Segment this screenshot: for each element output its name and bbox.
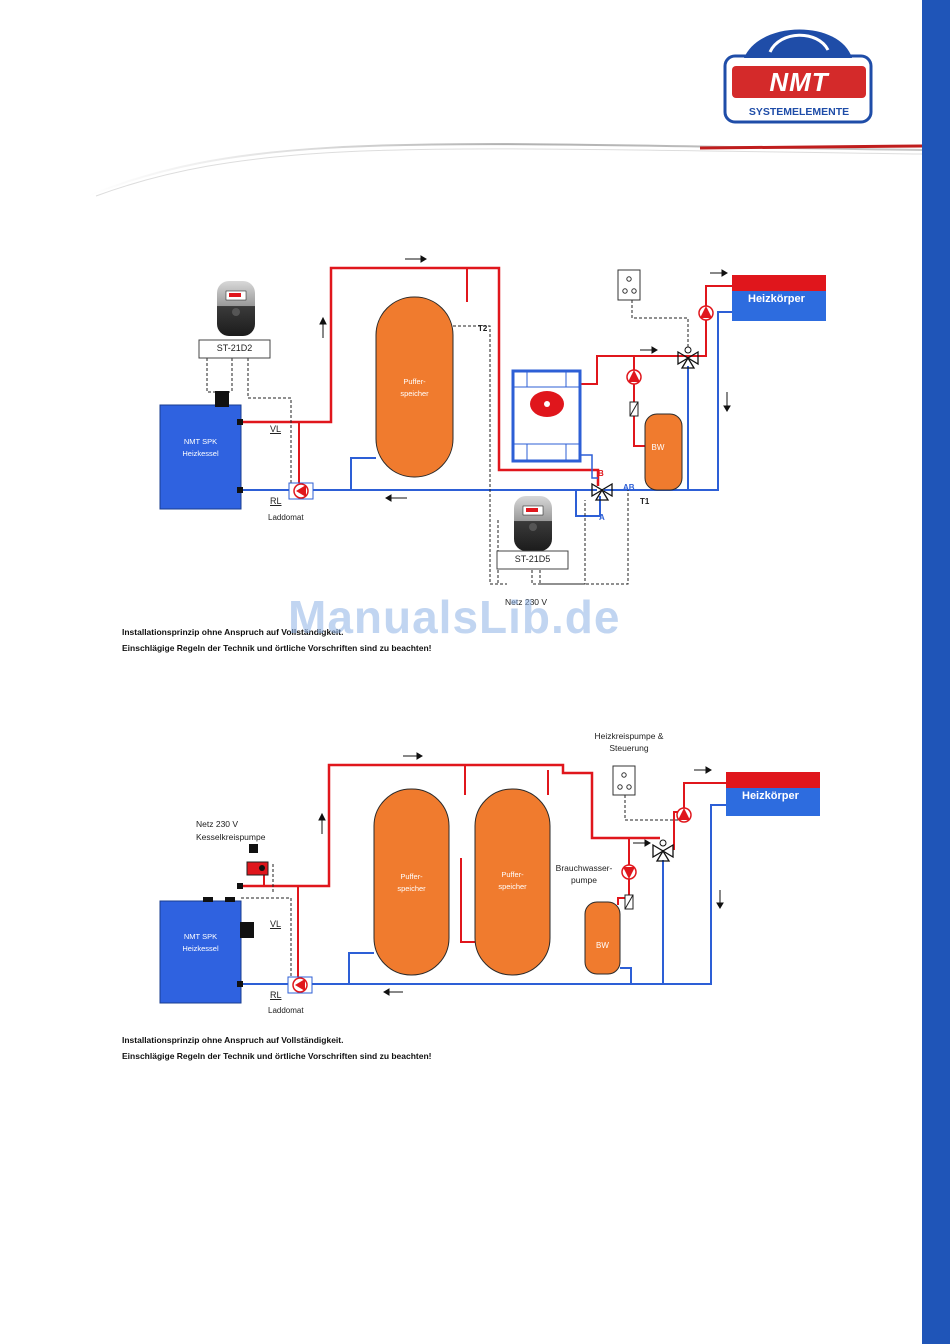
laddomat-label: Laddomat xyxy=(268,513,304,522)
netz-label: Netz 230 V xyxy=(505,597,548,607)
boiler-label-line2: Heizkessel xyxy=(182,449,219,458)
sensor-t1-label: T1 xyxy=(640,497,650,506)
heizkreis-label-line1: Heizkreispumpe & xyxy=(594,731,664,741)
boiler-label-line1: NMT SPK xyxy=(183,437,218,446)
brauchwasser-label-line1: Brauchwasser- xyxy=(555,863,613,873)
diagram-2 xyxy=(159,752,820,1004)
rl-label: RL xyxy=(270,496,282,506)
buffer2-label-line2: speicher xyxy=(498,882,527,891)
nmt-logo xyxy=(723,29,873,124)
buffer2-label-line1: Puffer- xyxy=(501,870,524,879)
boiler2-label-line1: NMT SPK xyxy=(183,932,218,941)
note-line2-diagram2: Einschlägige Regeln der Technik und örtl… xyxy=(122,1051,432,1061)
controller-device-top xyxy=(217,281,255,336)
watermark: ManualsLib.de xyxy=(288,591,621,643)
controller-device-bottom xyxy=(514,496,552,551)
valve-port-b: B xyxy=(598,469,604,478)
vl-label-2: VL xyxy=(270,919,282,929)
buffer1-label-line2: speicher xyxy=(397,884,426,893)
netz-label-2: Netz 230 V xyxy=(196,819,239,829)
bw-label: BW xyxy=(651,443,665,452)
buffer-label-line2: speicher xyxy=(400,389,429,398)
header-swoosh xyxy=(87,143,923,197)
bw-label-2: BW xyxy=(596,941,609,950)
valve-port-a: A xyxy=(599,513,605,522)
logo-text: NMT xyxy=(769,67,829,97)
buffer1-label-line1: Puffer- xyxy=(400,872,423,881)
sensor-t2-label: T2 xyxy=(478,324,488,333)
brauchwasser-label-line2: pumpe xyxy=(571,875,597,885)
vl-label: VL xyxy=(270,424,282,434)
buffer-label-line1: Puffer- xyxy=(403,377,426,386)
logo-subtitle: SYSTEMELEMENTE xyxy=(748,106,850,118)
note-line1-diagram1: Installationsprinzip ohne Anspruch auf V… xyxy=(122,627,344,637)
boiler2-label-line2: Heizkessel xyxy=(182,944,219,953)
heizkreis-label-line2: Steuerung xyxy=(609,743,649,753)
controller-label-st21d5: ST-21D5 xyxy=(514,554,551,564)
kesselkreispumpe-label: Kesselkreispumpe xyxy=(196,832,266,842)
laddomat-label-2: Laddomat xyxy=(268,1006,304,1015)
heizkoerper-label-2: Heizkörper xyxy=(742,790,799,802)
heizkoerper-label: Heizkörper xyxy=(748,293,805,305)
rl-label-2: RL xyxy=(270,990,282,1000)
note-line1-diagram2: Installationsprinzip ohne Anspruch auf V… xyxy=(122,1035,344,1045)
note-line2-diagram1: Einschlägige Regeln der Technik und örtl… xyxy=(122,643,432,653)
controller-label-st21d2: ST-21D2 xyxy=(216,343,253,353)
right-edge-bar xyxy=(922,0,950,1344)
valve-port-ab: AB xyxy=(623,483,635,492)
diagram-1 xyxy=(159,255,826,585)
